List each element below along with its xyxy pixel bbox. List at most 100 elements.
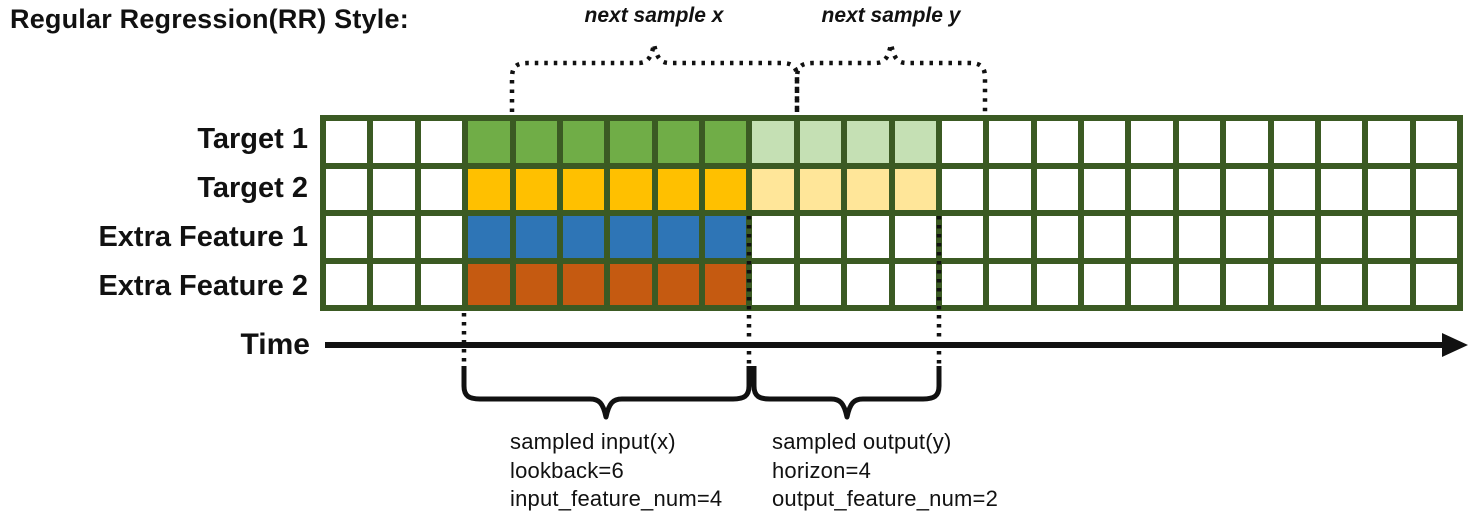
grid-cell-white xyxy=(941,263,984,305)
horizon-line: horizon=4 xyxy=(772,457,872,483)
sample-grid xyxy=(320,115,1463,311)
grid-cell-blue xyxy=(657,216,699,258)
grid-cell-blue xyxy=(705,216,747,258)
grid-cell-green xyxy=(610,121,652,163)
next-sample-x-brace-icon xyxy=(509,41,800,112)
page-title: Regular Regression(RR) Style: xyxy=(10,4,409,34)
grid-cell-white xyxy=(1368,121,1410,163)
grid-cell-white xyxy=(847,216,889,258)
grid-cell-white xyxy=(373,121,415,163)
grid-cell-white xyxy=(1131,168,1173,210)
next-sample-y-label: next sample y xyxy=(821,4,961,27)
grid-cell-blue xyxy=(515,216,557,258)
grid-cell-light-yellow xyxy=(799,168,842,210)
grid-cell-white xyxy=(420,121,463,163)
grid-cell-white xyxy=(989,263,1031,305)
next-sample-y-brace-icon xyxy=(794,41,988,112)
grid-cell-white xyxy=(1415,168,1457,210)
grid-cell-white xyxy=(1131,121,1173,163)
grid-cell-white xyxy=(1131,216,1173,258)
grid-cell-white xyxy=(1084,216,1126,258)
grid-cell-light-yellow xyxy=(894,168,936,210)
grid-cell-white xyxy=(1273,263,1315,305)
sampled-output-brace-icon xyxy=(751,366,942,420)
grid-cell-white xyxy=(799,216,842,258)
grid-cell-white xyxy=(941,216,984,258)
grid-cell-white xyxy=(1178,216,1221,258)
row-label-extra-feature-1: Extra Feature 1 xyxy=(98,221,308,253)
grid-cell-orange xyxy=(610,263,652,305)
row-label-target-2: Target 2 xyxy=(197,172,308,204)
grid-cell-white xyxy=(326,263,368,305)
grid-cell-orange xyxy=(705,263,747,305)
lookback-line: lookback=6 xyxy=(510,457,624,483)
grid-cell-white xyxy=(752,263,794,305)
sampled-output-annotation: sampled output(y) horizon=4 output_featu… xyxy=(772,428,998,514)
grid-cell-white xyxy=(1036,216,1078,258)
grid-cell-white xyxy=(1368,263,1410,305)
row-labels: Target 1 Target 2 Extra Feature 1 Extra … xyxy=(0,115,308,311)
grid-cell-white xyxy=(1084,121,1126,163)
grid-cell-yellow xyxy=(610,168,652,210)
grid-cell-white xyxy=(373,216,415,258)
grid-cell-white xyxy=(1273,168,1315,210)
grid-cell-white xyxy=(373,263,415,305)
grid-cell-white xyxy=(1415,263,1457,305)
grid-cell-yellow xyxy=(515,168,557,210)
grid-cell-light-yellow xyxy=(752,168,794,210)
grid-cell-white xyxy=(894,216,936,258)
grid-cell-white xyxy=(1084,263,1126,305)
grid-cell-yellow xyxy=(657,168,699,210)
grid-cell-white xyxy=(1178,263,1221,305)
grid-cell-white xyxy=(989,216,1031,258)
grid-cell-white xyxy=(1415,216,1457,258)
grid-cell-white xyxy=(894,263,936,305)
grid-cell-green xyxy=(705,121,747,163)
output-feature-num-line: output_feature_num=2 xyxy=(772,486,999,511)
grid-cell-white xyxy=(989,121,1031,163)
grid-cell-white xyxy=(1131,263,1173,305)
grid-cell-yellow xyxy=(562,168,605,210)
grid-cell-blue xyxy=(468,216,510,258)
grid-cell-orange xyxy=(468,263,510,305)
grid-cell-white xyxy=(1226,216,1268,258)
grid-cell-white xyxy=(1178,168,1221,210)
grid-cell-light-green xyxy=(752,121,794,163)
grid-cell-white xyxy=(847,263,889,305)
grid-cell-white xyxy=(1320,216,1363,258)
grid-cell-light-green xyxy=(894,121,936,163)
grid-cell-blue xyxy=(610,216,652,258)
grid-cell-white xyxy=(1368,216,1410,258)
grid-cell-green xyxy=(515,121,557,163)
grid-cell-white xyxy=(326,216,368,258)
grid-cell-white xyxy=(1320,121,1363,163)
grid-cell-white xyxy=(941,121,984,163)
grid-cell-white xyxy=(326,121,368,163)
grid-cell-orange xyxy=(562,263,605,305)
grid-cell-yellow xyxy=(468,168,510,210)
grid-cell-white xyxy=(420,263,463,305)
row-label-target-1: Target 1 xyxy=(197,123,308,155)
grid-cell-white xyxy=(420,168,463,210)
sample-boundary-dotted-lines xyxy=(461,216,942,364)
grid-cell-white xyxy=(1320,168,1363,210)
grid-cell-blue xyxy=(562,216,605,258)
sampled-input-annotation: sampled input(x) lookback=6 input_featur… xyxy=(510,428,722,514)
input-feature-num-line: input_feature_num=4 xyxy=(510,486,723,511)
sampled-input-brace-icon xyxy=(461,366,752,420)
grid-cell-orange xyxy=(657,263,699,305)
time-axis-label: Time xyxy=(240,328,310,361)
grid-cell-white xyxy=(1320,263,1363,305)
grid-cell-orange xyxy=(515,263,557,305)
grid-cell-white xyxy=(799,263,842,305)
grid-cell-white xyxy=(1226,121,1268,163)
grid-cell-white xyxy=(1273,121,1315,163)
row-label-extra-feature-2: Extra Feature 2 xyxy=(98,270,308,302)
grid-cell-white xyxy=(1084,168,1126,210)
grid-cell-white xyxy=(1178,121,1221,163)
grid-cell-white xyxy=(420,216,463,258)
grid-cell-white xyxy=(1036,263,1078,305)
sampled-input-line: sampled input(x) xyxy=(510,429,676,454)
